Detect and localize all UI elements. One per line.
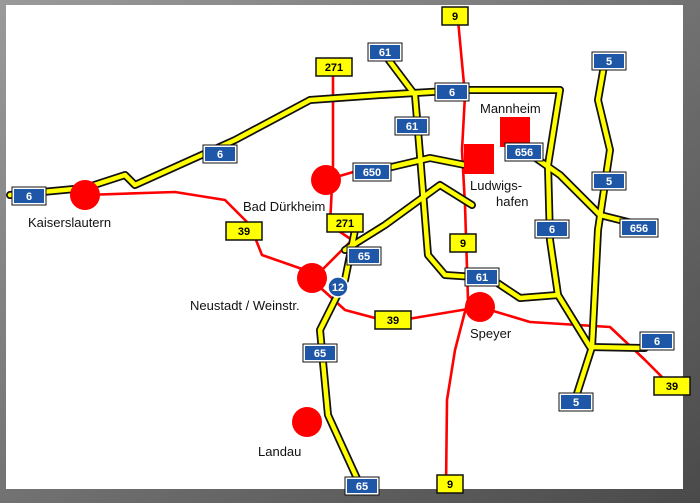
svg-text:9: 9	[460, 238, 466, 250]
svg-text:65: 65	[356, 481, 368, 493]
shield-a650: 650	[352, 162, 392, 182]
city-marker-ludwigshafen	[464, 144, 494, 174]
shield-a65-middle: 65	[302, 343, 338, 363]
shield-a61-south: 61	[464, 267, 500, 287]
shield-a5-middle: 5	[591, 171, 627, 191]
shield-a6-southeast: 6	[639, 331, 675, 351]
city-marker-mannheim	[500, 117, 530, 147]
svg-text:271: 271	[336, 218, 354, 230]
road-b39-west	[83, 190, 307, 272]
svg-text:39: 39	[387, 315, 399, 327]
svg-text:65: 65	[358, 251, 370, 263]
svg-text:9: 9	[452, 11, 458, 23]
shield-a6-kaiserslautern: 6	[11, 186, 47, 206]
shield-b39-east: 39	[653, 376, 691, 396]
shield-a61-north: 61	[367, 42, 403, 62]
shield-a65-north: 65	[346, 246, 382, 266]
city-marker-landau	[292, 407, 322, 437]
svg-text:6: 6	[26, 191, 32, 203]
motorway-a6	[7, 87, 563, 298]
shield-a5-south: 5	[558, 392, 594, 412]
label-ludwigshafen-2: hafen	[496, 194, 529, 209]
svg-text:39: 39	[666, 381, 678, 393]
shield-b9-middle: 9	[449, 233, 477, 253]
autobahn-shields: 6 6 6 6 6 61 61	[11, 42, 675, 496]
shield-b9-north: 9	[441, 6, 469, 26]
svg-text:9: 9	[447, 479, 453, 491]
shield-a61-middle: 61	[394, 116, 430, 136]
shield-a65-south: 65	[344, 476, 380, 496]
city-marker-neustadt	[297, 263, 327, 293]
svg-text:61: 61	[406, 121, 418, 133]
label-neustadt: Neustadt / Weinstr.	[190, 298, 300, 313]
label-bad-duerkheim: Bad Dürkheim	[243, 199, 325, 214]
motorway-a65-ext	[342, 182, 475, 253]
svg-text:12: 12	[332, 282, 344, 294]
label-kaiserslautern: Kaiserslautern	[28, 215, 111, 230]
label-speyer: Speyer	[470, 326, 512, 341]
bundesstrasse-shields: 9 9 9 39 39 39 271 271	[225, 6, 691, 494]
svg-text:6: 6	[449, 87, 455, 99]
svg-text:5: 5	[606, 176, 612, 188]
shield-b39-west: 39	[225, 221, 263, 241]
svg-text:6: 6	[549, 224, 555, 236]
svg-text:271: 271	[325, 62, 343, 74]
city-markers	[70, 117, 530, 437]
label-landau: Landau	[258, 444, 301, 459]
road-b39-east	[310, 278, 672, 387]
svg-text:5: 5	[573, 397, 579, 409]
svg-text:5: 5	[606, 56, 612, 68]
shield-a656-east: 656	[619, 218, 659, 238]
shield-a6-north: 6	[434, 82, 470, 102]
shield-b271-north: 271	[315, 57, 353, 77]
svg-text:61: 61	[476, 272, 488, 284]
city-marker-speyer	[465, 292, 495, 322]
shield-a5-north: 5	[591, 51, 627, 71]
svg-text:61: 61	[379, 47, 391, 59]
shield-b9-south: 9	[436, 474, 464, 494]
shield-a6-east: 6	[534, 219, 570, 239]
svg-text:39: 39	[238, 226, 250, 238]
shield-a6-west: 6	[202, 144, 238, 164]
svg-text:6: 6	[217, 149, 223, 161]
svg-text:6: 6	[654, 336, 660, 348]
shield-a656-mannheim: 656	[504, 142, 544, 162]
svg-text:65: 65	[314, 348, 326, 360]
label-ludwigshafen-1: Ludwigs-	[470, 178, 522, 193]
shield-b39-middle: 39	[374, 310, 412, 330]
city-marker-kaiserslautern	[70, 180, 100, 210]
city-marker-bad-duerkheim	[311, 165, 341, 195]
svg-text:650: 650	[363, 167, 381, 179]
exit-12-badge: 12	[327, 276, 349, 298]
svg-text:656: 656	[515, 147, 533, 159]
shield-b271-south: 271	[326, 213, 364, 233]
label-mannheim: Mannheim	[480, 101, 541, 116]
svg-text:656: 656	[630, 223, 648, 235]
